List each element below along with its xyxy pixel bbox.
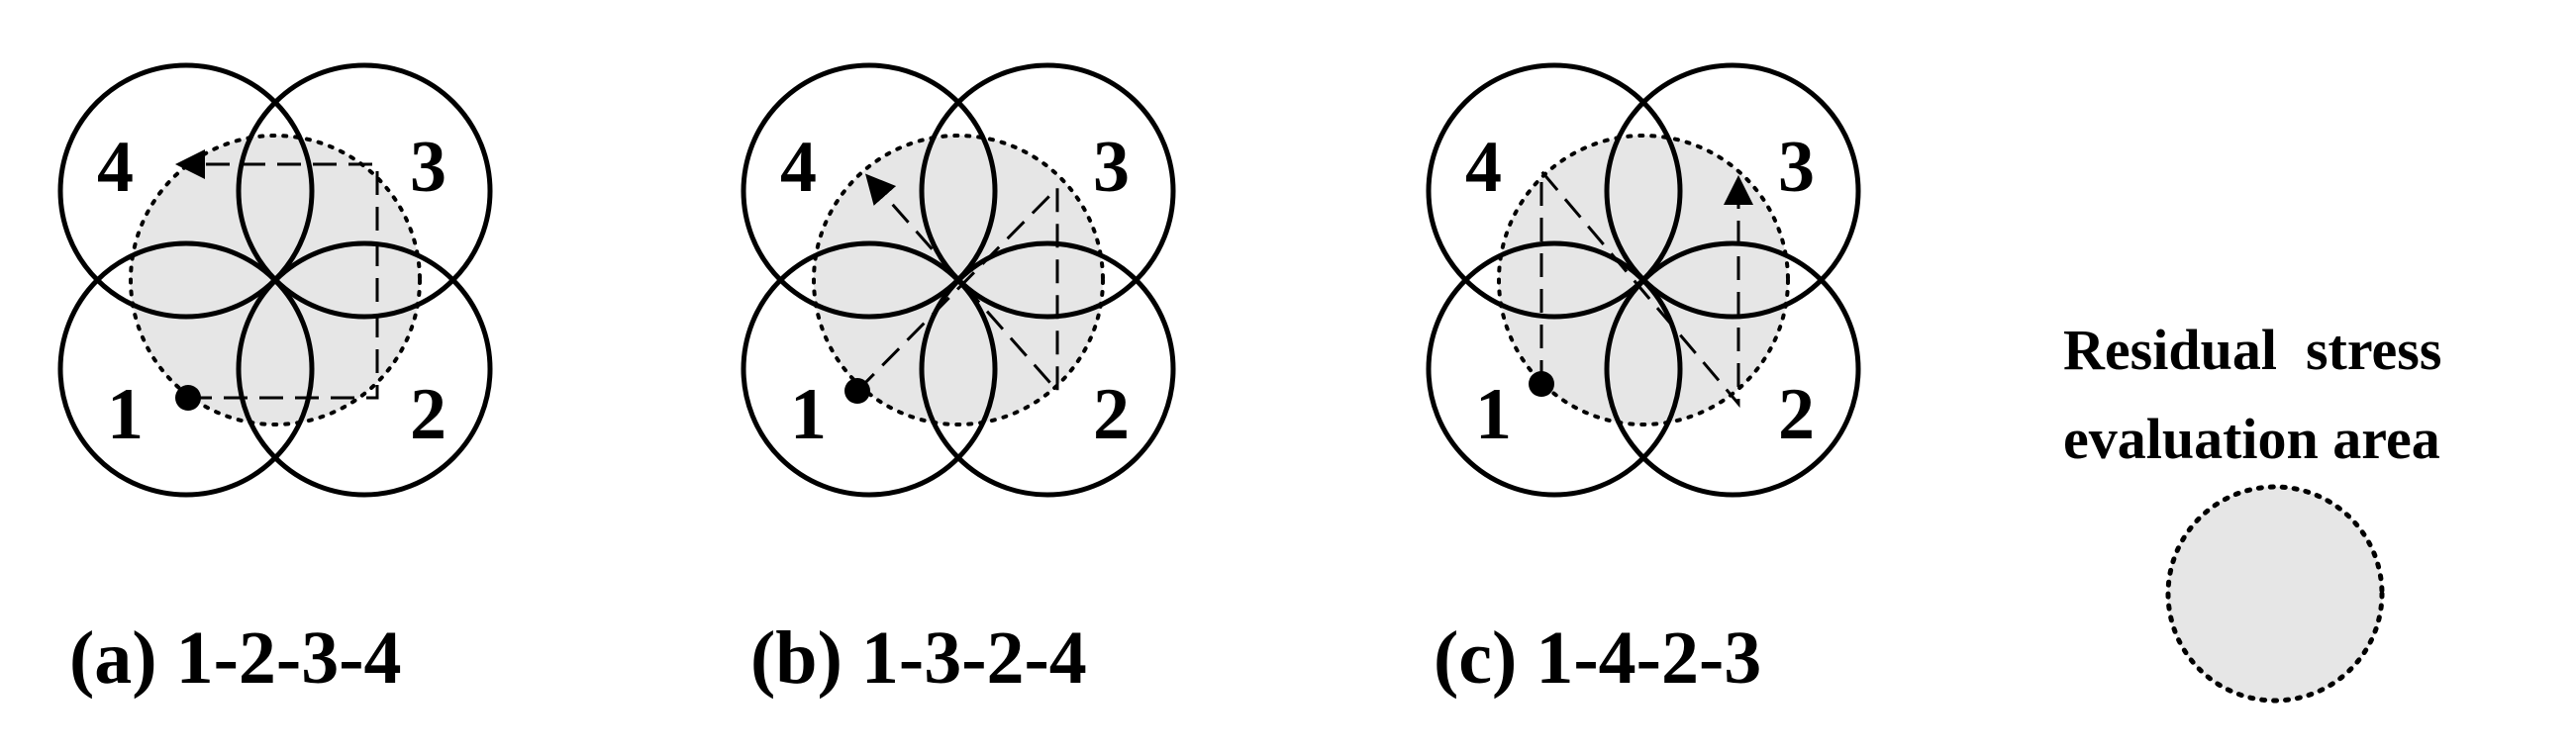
legend-title-line-1: Residual stress <box>2063 318 2441 382</box>
label-spot-4: 4 <box>780 127 817 208</box>
sequence-path <box>855 173 1059 395</box>
start-dot <box>1529 371 1554 397</box>
spot-circle-4 <box>741 62 998 320</box>
label-spot-1: 1 <box>1475 374 1512 455</box>
label-spot-3: 3 <box>1778 127 1815 208</box>
label-spot-4: 4 <box>97 127 134 208</box>
caption-c: (c) 1-4-2-3 <box>1434 616 1761 700</box>
caption-a: (a) 1-2-3-4 <box>69 616 402 700</box>
spot-circle-1 <box>741 240 998 498</box>
spot-circle-2 <box>919 240 1176 498</box>
label-spot-3: 3 <box>1093 127 1130 208</box>
legend: Residual stress evaluation area <box>2063 318 2441 704</box>
panel-a: 1 2 3 4 <box>57 62 493 498</box>
caption-b: (b) 1-3-2-4 <box>750 616 1087 700</box>
spot-circle-3 <box>236 62 493 320</box>
label-spot-1: 1 <box>790 374 827 455</box>
spot-circle-4 <box>1426 62 1683 320</box>
label-spot-2: 2 <box>1778 374 1815 455</box>
spot-circle-1 <box>57 240 315 498</box>
label-spot-1: 1 <box>107 374 144 455</box>
sequence-path <box>175 149 379 400</box>
spot-circle-3 <box>919 62 1176 320</box>
spot-circle-2 <box>236 240 493 498</box>
spot-circle-3 <box>1604 62 1861 320</box>
label-spot-3: 3 <box>410 127 446 208</box>
spot-circle-4 <box>57 62 315 320</box>
spot-circle-1 <box>1426 240 1683 498</box>
start-dot <box>175 385 201 411</box>
spot-circle-2 <box>1604 240 1861 498</box>
panel-b: 1 2 3 4 <box>741 62 1176 498</box>
sequence-path <box>1539 166 1753 409</box>
label-spot-2: 2 <box>1093 374 1130 455</box>
legend-area-swatch <box>2165 484 2385 704</box>
panel-c: 1 2 3 4 <box>1426 62 1861 498</box>
label-spot-2: 2 <box>410 374 446 455</box>
label-spot-4: 4 <box>1465 127 1502 208</box>
legend-title-line-2: evaluation area <box>2063 407 2440 471</box>
start-dot <box>844 378 870 404</box>
